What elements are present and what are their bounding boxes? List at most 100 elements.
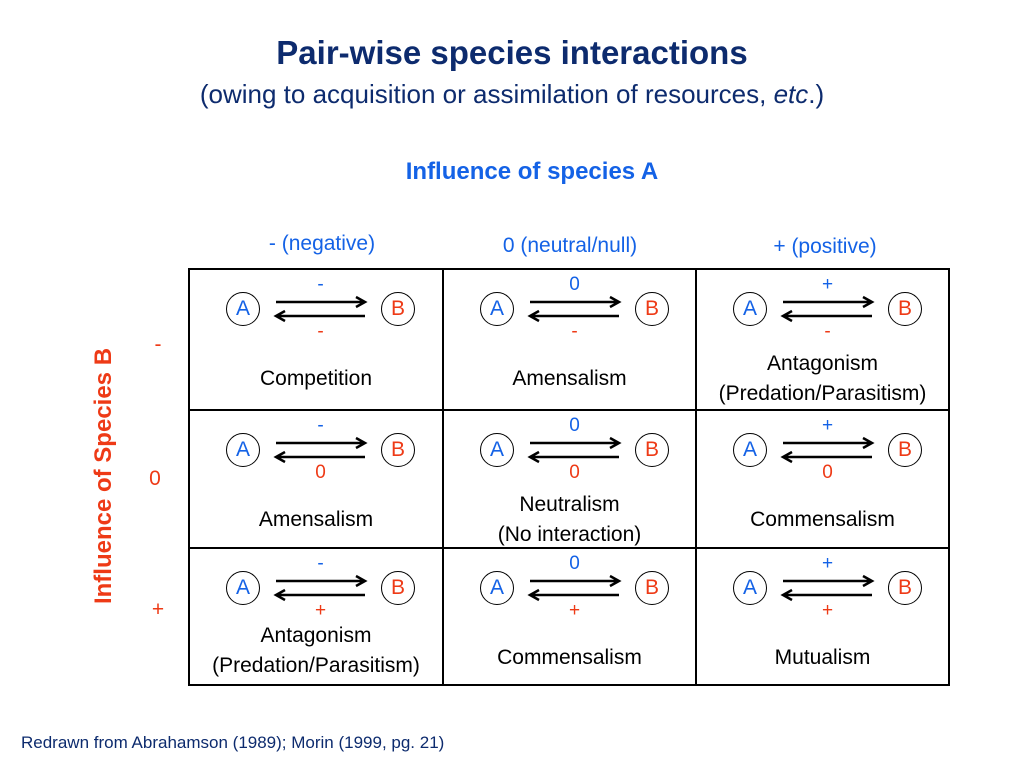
interaction-cell-negative-neutral: A B 0 - Amensalism: [443, 269, 696, 410]
arrow-b-to-a: [780, 588, 872, 602]
grid-horizontal-line: [188, 684, 950, 686]
effect-of-b-on-a: 0: [315, 462, 326, 483]
arrow-a-to-b: [783, 295, 875, 309]
interaction-cell-positive-positive: A B + + Mutualism: [696, 548, 949, 685]
species-a-node: A: [480, 292, 514, 326]
column-label-negative: - (negative): [268, 232, 376, 255]
grid-horizontal-line: [188, 268, 950, 270]
species-b-node: B: [381, 433, 415, 467]
interaction-name: Neutralism (No interaction): [497, 493, 642, 546]
interaction-name: Antagonism (Predation/Parasitism): [212, 624, 420, 677]
row-label-negative: -: [154, 333, 162, 356]
arrow-a-to-b: [783, 574, 875, 588]
effect-of-a-on-b: -: [317, 553, 324, 574]
species-b-node: B: [888, 292, 922, 326]
arrow-b-to-a: [780, 309, 872, 323]
effect-of-a-on-b: -: [317, 415, 324, 436]
interaction-name: Competition: [259, 367, 373, 390]
species-a-node: A: [480, 433, 514, 467]
effect-of-a-on-b: -: [317, 274, 324, 295]
species-a-node: A: [733, 433, 767, 467]
effect-of-a-on-b: 0: [569, 415, 580, 436]
subtitle-italic: etc: [773, 79, 809, 109]
interaction-arrows: [527, 436, 622, 464]
effect-of-b-on-a: +: [314, 600, 327, 621]
page-title: Pair-wise species interactions: [276, 34, 748, 71]
arrow-b-to-a: [273, 309, 365, 323]
arrow-a-to-b: [276, 436, 368, 450]
interaction-arrows: [780, 574, 875, 602]
species-b-node: B: [888, 433, 922, 467]
species-b-node: B: [635, 433, 669, 467]
species-b-node: B: [381, 292, 415, 326]
interaction-arrows: [273, 574, 368, 602]
effect-of-b-on-a: -: [824, 321, 831, 342]
interaction-arrows: [780, 436, 875, 464]
species-a-node: A: [226, 292, 260, 326]
influence-species-b-label: Influence of Species B: [90, 347, 117, 605]
species-b-node: B: [635, 571, 669, 605]
interaction-name: Amensalism: [258, 508, 374, 531]
source-citation: Redrawn from Abrahamson (1989); Morin (1…: [21, 733, 445, 752]
species-a-node: A: [733, 571, 767, 605]
interaction-arrows: [273, 436, 368, 464]
interaction-arrows: [527, 295, 622, 323]
subtitle-end: .): [808, 79, 825, 109]
effect-of-a-on-b: 0: [569, 274, 580, 295]
grid-horizontal-line: [188, 409, 950, 411]
arrow-b-to-a: [273, 450, 365, 464]
species-a-node: A: [733, 292, 767, 326]
interaction-cell-positive-neutral: A B 0 + Commensalism: [443, 548, 696, 685]
species-b-node: B: [635, 292, 669, 326]
interaction-cell-negative-positive: A B + - Antagonism (Predation/Parasitism): [696, 269, 949, 410]
species-a-node: A: [480, 571, 514, 605]
page-subtitle: (owing to acquisition or assimilation of…: [0, 79, 1024, 110]
grid-vertical-line: [948, 268, 950, 686]
arrow-a-to-b: [276, 295, 368, 309]
arrow-b-to-a: [780, 450, 872, 464]
effect-of-b-on-a: 0: [822, 462, 833, 483]
arrow-b-to-a: [527, 450, 619, 464]
effect-of-b-on-a: 0: [569, 462, 580, 483]
effect-of-b-on-a: +: [568, 600, 581, 621]
species-a-node: A: [226, 433, 260, 467]
arrow-a-to-b: [530, 436, 622, 450]
column-label-positive: + (positive): [773, 235, 877, 258]
arrow-a-to-b: [530, 295, 622, 309]
effect-of-a-on-b: +: [821, 274, 834, 295]
interaction-name: Mutualism: [774, 646, 871, 669]
grid-vertical-line: [188, 268, 190, 686]
interaction-arrows: [527, 574, 622, 602]
effect-of-b-on-a: +: [821, 600, 834, 621]
interaction-name: Commensalism: [750, 508, 895, 531]
arrow-b-to-a: [527, 309, 619, 323]
effect-of-b-on-a: -: [317, 321, 324, 342]
arrow-a-to-b: [530, 574, 622, 588]
species-a-node: A: [226, 571, 260, 605]
grid-horizontal-line: [188, 547, 950, 549]
grid-vertical-line: [695, 268, 697, 686]
effect-of-a-on-b: 0: [569, 553, 580, 574]
arrow-a-to-b: [276, 574, 368, 588]
row-label-neutral: 0: [149, 467, 161, 490]
interaction-cell-negative-negative: A B - - Competition: [189, 269, 443, 410]
grid-vertical-line: [442, 268, 444, 686]
interaction-arrows: [273, 295, 368, 323]
effect-of-a-on-b: +: [821, 553, 834, 574]
row-label-positive: +: [151, 598, 165, 621]
influence-species-a-label: Influence of species A: [405, 158, 659, 185]
effect-of-a-on-b: +: [821, 415, 834, 436]
interaction-name: Antagonism (Predation/Parasitism): [718, 352, 927, 405]
species-b-node: B: [888, 571, 922, 605]
interaction-name: Amensalism: [512, 367, 627, 390]
interaction-name: Commensalism: [497, 646, 642, 669]
subtitle-text: (owing to acquisition or assimilation of…: [199, 79, 774, 109]
arrow-b-to-a: [527, 588, 619, 602]
interaction-arrows: [780, 295, 875, 323]
effect-of-b-on-a: -: [571, 321, 578, 342]
arrow-a-to-b: [783, 436, 875, 450]
